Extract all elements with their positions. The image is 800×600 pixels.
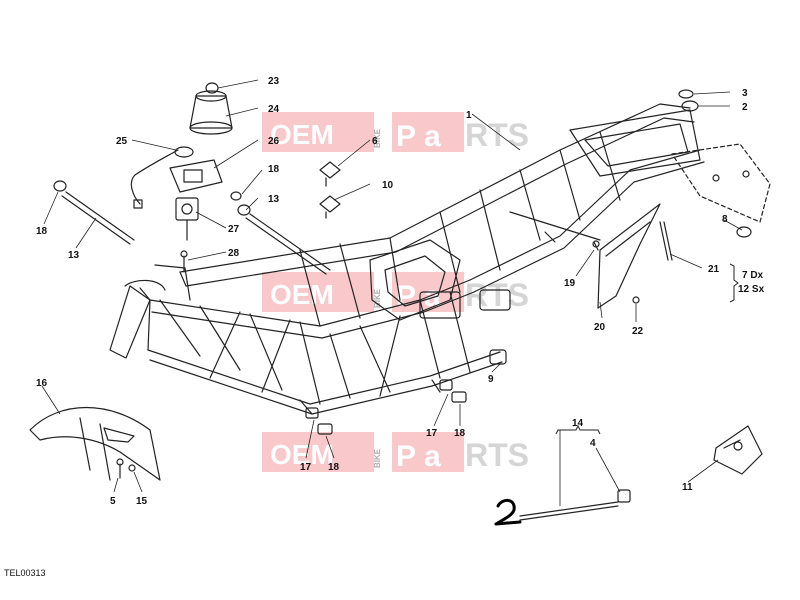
callout-25: 25 [116,136,128,147]
callout-5: 5 [110,496,116,507]
callout-18-upper: 18 [268,164,280,175]
callout-2: 2 [742,102,748,113]
callout-19: 19 [564,278,576,289]
callout-18-left: 18 [36,226,48,237]
svg-text:a: a [424,120,441,153]
svg-text:OEM: OEM [270,439,334,470]
callout-23: 23 [268,76,280,87]
callout-14: 14 [572,418,584,429]
callout-13-left: 13 [68,250,80,261]
callout-27: 27 [228,224,240,235]
diagram-reference-code: TEL00313 [4,568,46,578]
callout-15: 15 [136,496,148,507]
svg-text:OEM: OEM [270,119,334,150]
callout-labels: 23 24 25 26 6 1 3 2 18 10 18 13 13 27 8 … [36,76,765,507]
svg-text:P: P [396,120,416,153]
svg-text:P: P [396,440,416,473]
callout-26: 26 [268,136,280,147]
handwritten-mark-2 [494,499,522,526]
callout-8: 8 [722,214,728,225]
callout-18-bottom: 18 [328,462,340,473]
callout-24: 24 [268,104,280,115]
svg-text:RTS: RTS [465,277,529,313]
callout-20: 20 [594,322,606,333]
svg-text:BIKE: BIKE [373,288,382,308]
watermark-bottom: OEM BIKE P a RTS [262,432,529,473]
callout-1: 1 [466,110,472,121]
callout-17-right: 17 [426,428,438,439]
callout-28: 28 [228,248,240,259]
svg-text:BIKE: BIKE [373,128,382,148]
svg-text:RTS: RTS [465,437,529,473]
svg-text:RTS: RTS [465,117,529,153]
svg-text:BIKE: BIKE [373,448,382,468]
callout-11: 11 [682,482,693,493]
callout-9: 9 [488,374,494,385]
svg-text:a: a [424,440,441,473]
callout-4: 4 [590,438,596,449]
svg-text:OEM: OEM [270,279,334,310]
callout-17-left: 17 [300,462,312,473]
callout-22: 22 [632,326,644,337]
leader-lines [41,79,743,506]
callout-13-right: 13 [268,194,280,205]
callout-16: 16 [36,378,48,389]
watermark-top: OEM BIKE P a RTS [262,112,529,153]
callout-10: 10 [382,180,394,191]
callout-6: 6 [372,136,378,147]
bracket-marks [555,263,739,435]
callout-21: 21 [708,264,720,275]
main-frame-drawing [109,103,705,415]
callout-12-sx: 12 Sx [738,284,765,295]
callout-3: 3 [742,88,748,99]
callout-7-dx: 7 Dx [742,270,764,281]
callout-18-right: 18 [454,428,466,439]
parts-drawings [29,82,771,521]
